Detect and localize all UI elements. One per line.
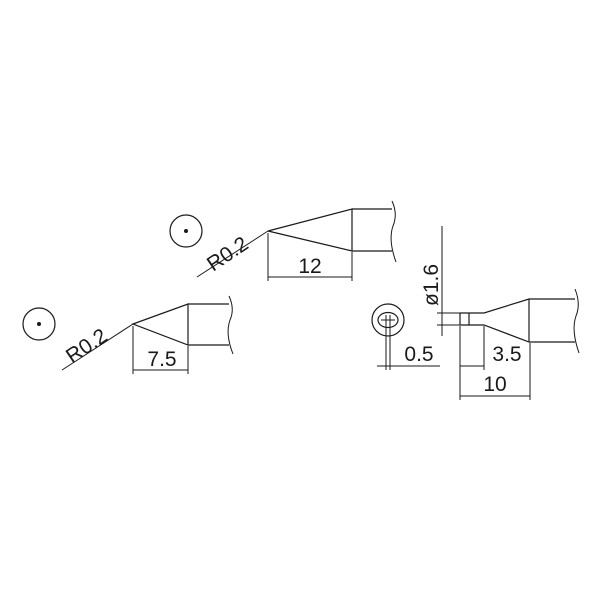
upper-tip-break-line [390,200,397,263]
lower-tip-cone [131,303,189,346]
upper-radius-label: R0.2 [203,232,253,276]
lower-length-label: 7.5 [147,348,176,371]
chisel-break-line [573,288,580,354]
flat-length-label: 3.5 [492,343,521,366]
chisel-tip-end [459,313,470,325]
upper-tip-end-view-outer [169,214,203,248]
upper-length-label: 12 [298,255,321,278]
chisel-length-label: 10 [483,373,506,396]
chisel-body [460,298,575,343]
upper-radius-leader [196,230,269,278]
lower-tip-end-view-outer [22,307,56,341]
upper-tip-end-view-dot [184,229,188,233]
upper-tip-shank [352,208,392,252]
diameter-label: ø1.6 [420,264,443,306]
lower-radius-leader [61,323,134,371]
upper-tip-cone [267,208,353,252]
chisel-thickness-label: 0.5 [404,343,433,366]
lower-tip-end-view-dot [37,322,41,326]
chisel-tip: 0.5 ø1.6 3.5 10 [371,226,580,400]
lower-radius-label: R0.2 [62,324,112,368]
lower-tip-shank [188,303,229,346]
chisel-end-view [371,303,405,337]
lower-tip-break-line [227,295,234,355]
lower-conical-tip: R0.2 7.5 [22,295,234,374]
upper-conical-tip: R0.2 12 [169,200,397,281]
